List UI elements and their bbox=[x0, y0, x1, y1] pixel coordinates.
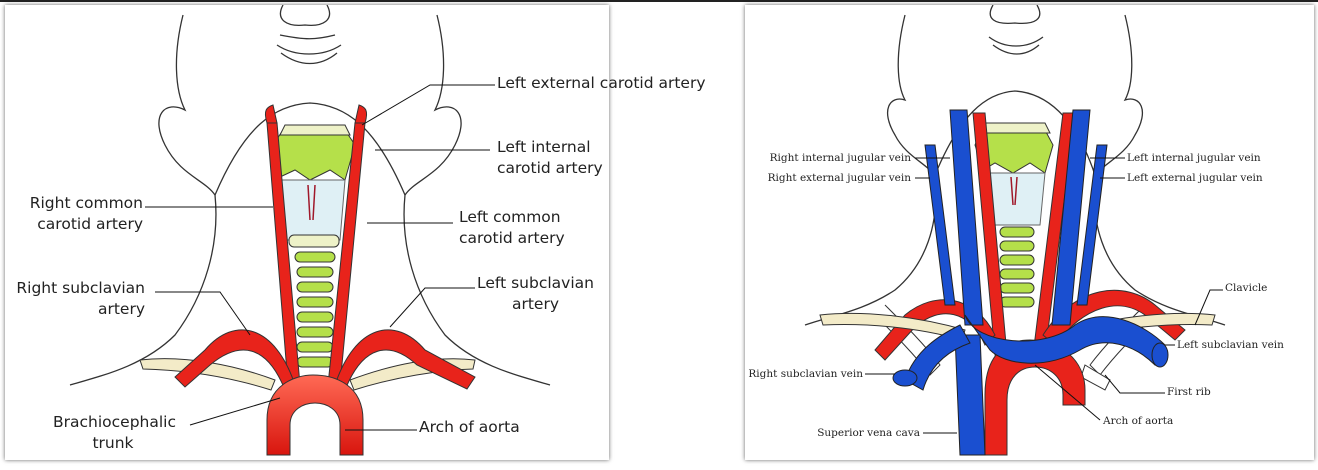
arteries-diagram-panel: Left external carotid artery Left intern… bbox=[5, 5, 706, 460]
leader-lines-right bbox=[865, 157, 1223, 434]
label-right-external-jugular: Right external jugular vein bbox=[767, 172, 911, 184]
top-border-line bbox=[0, 0, 1318, 2]
head-neck-outline bbox=[69, 5, 551, 386]
label-arch-of-aorta-left: Arch of aorta bbox=[419, 418, 520, 436]
arteries-illustration bbox=[69, 5, 551, 456]
larynx bbox=[272, 124, 356, 241]
label-left-subclavian-vein: Left subclavian vein bbox=[1177, 339, 1284, 351]
label-superior-vena-cava: Superior vena cava bbox=[817, 427, 920, 439]
label-left-external-carotid: Left external carotid artery bbox=[497, 74, 706, 92]
label-right-subclavian: Right subclavian artery bbox=[16, 279, 145, 318]
label-left-subclavian: Left subclavian artery bbox=[477, 274, 594, 313]
label-first-rib: First rib bbox=[1167, 386, 1211, 398]
arteries bbox=[174, 104, 476, 391]
label-clavicle: Clavicle bbox=[1225, 282, 1268, 294]
label-right-subclavian-vein: Right subclavian vein bbox=[748, 368, 863, 380]
label-left-common-carotid: Left common carotid artery bbox=[459, 208, 565, 247]
right-clavicle bbox=[139, 358, 276, 391]
label-left-external-jugular: Left external jugular vein bbox=[1127, 172, 1263, 184]
trachea-rings-right bbox=[999, 226, 1035, 308]
trachea-rings bbox=[288, 234, 340, 368]
label-arch-of-aorta-right: Arch of aorta bbox=[1103, 415, 1174, 427]
label-brachiocephalic-trunk: Brachiocephalic trunk bbox=[53, 413, 176, 452]
left-subclavian-vein-end bbox=[1151, 342, 1169, 368]
leader-lines bbox=[145, 84, 495, 431]
arch-of-aorta-shape bbox=[266, 374, 364, 456]
label-left-internal-carotid: Left internal carotid artery bbox=[497, 138, 603, 177]
larynx-right bbox=[974, 122, 1054, 226]
veins-diagram-panel: Right internal jugular vein Right extern… bbox=[745, 5, 1314, 460]
veins bbox=[904, 109, 1166, 456]
label-right-common-carotid: Right common carotid artery bbox=[29, 194, 143, 233]
right-subclavian-vein-end bbox=[892, 369, 918, 387]
label-right-internal-jugular: Right internal jugular vein bbox=[769, 152, 911, 164]
veins-illustration bbox=[804, 5, 1226, 456]
label-left-internal-jugular: Left internal jugular vein bbox=[1127, 152, 1261, 164]
